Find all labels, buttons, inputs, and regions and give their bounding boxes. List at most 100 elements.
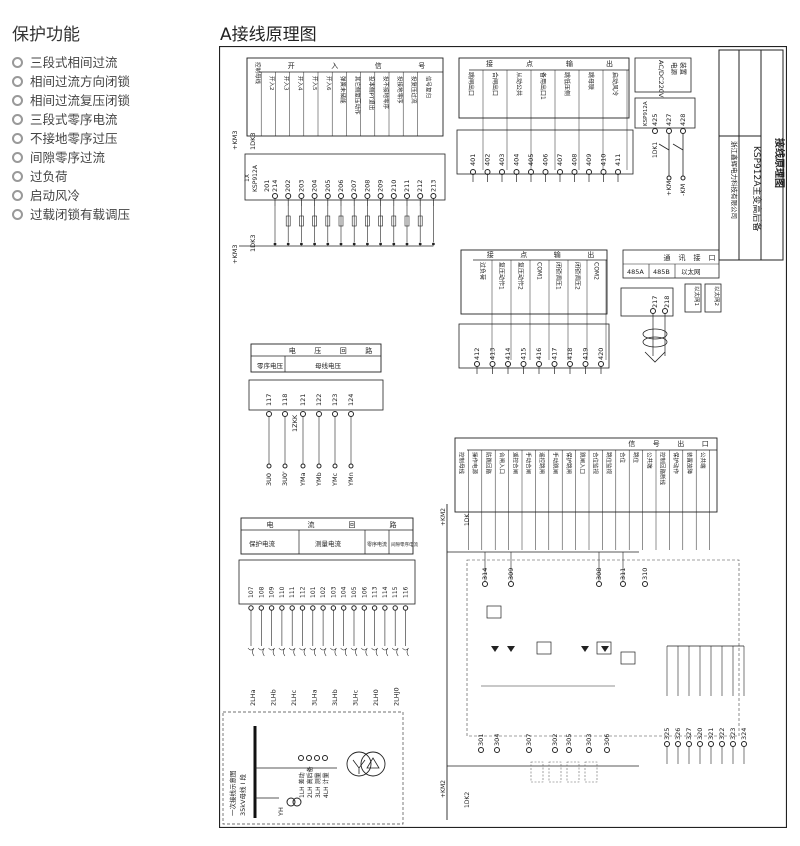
- out-terminal: 411: [614, 154, 622, 166]
- function-item: 启动风冷: [12, 186, 202, 205]
- voltage-node: [348, 463, 354, 469]
- voltage-label: YMc: [331, 472, 339, 487]
- function-item: 三段式相间过流: [12, 53, 202, 72]
- c2-header-char: 出: [587, 250, 594, 259]
- bi-bottom-1dk3: 1DK3: [249, 234, 257, 252]
- control-terminal: 324: [740, 728, 748, 740]
- bi-header-char: 入: [331, 62, 338, 70]
- out-terminal: 408: [571, 154, 579, 166]
- bi-bottom-km3: +KM3: [231, 245, 239, 264]
- voltage-header-char: 路: [365, 346, 372, 355]
- voltage-switch: 1ZKK: [291, 414, 299, 432]
- bullet-icon: [12, 209, 23, 220]
- current-group-measurement: 测量电流: [315, 539, 342, 548]
- current-header-char: 路: [390, 520, 397, 529]
- bullet-icon: [12, 152, 23, 163]
- control-terminal: 326: [674, 728, 682, 740]
- c2-terminal: 417: [551, 348, 559, 360]
- ct-coil: [299, 647, 306, 657]
- ctl-signal-label: 控制回路断线: [659, 452, 667, 486]
- control-terminal: 320: [696, 728, 704, 740]
- current-label: 2LHc: [290, 689, 298, 706]
- bi-terminal: 214: [271, 180, 279, 192]
- out-terminal: 410: [600, 154, 608, 166]
- bi-node: [366, 242, 369, 246]
- out-signal-label: 跳低压侧: [563, 72, 571, 96]
- diode-symbol: [581, 646, 589, 652]
- voltage-group-zero: 零序电压: [257, 361, 284, 370]
- bullet-icon: [12, 133, 23, 144]
- c2-signal-label: 复压动作2: [517, 262, 525, 290]
- ct-coil: [278, 647, 286, 657]
- current-terminal: 110: [279, 586, 286, 598]
- ctl-signal-label: 手动合闸: [525, 452, 533, 474]
- comm-port-485a: 485A: [627, 268, 644, 276]
- out-signal-label: 跳母联: [587, 72, 595, 90]
- control-terminal: 322: [718, 728, 726, 740]
- bi-contact: [299, 215, 304, 227]
- terminal-point: [586, 747, 592, 753]
- terminal-point: [311, 193, 318, 199]
- current-group-gap: 间隙零序电流: [391, 541, 418, 548]
- c2-terminal: 418: [566, 348, 574, 360]
- terminal-point: [417, 193, 424, 199]
- voltage-terminal: 122: [315, 394, 323, 406]
- bi-first-terminal: 201: [263, 180, 271, 192]
- ctl-signal-label: 跳位: [632, 452, 640, 464]
- voltage-label: YMn: [347, 472, 355, 487]
- power-minus-label: -KM: [679, 184, 687, 196]
- terminal-point: [316, 411, 322, 417]
- current-label: 2LHb: [270, 689, 278, 706]
- terminal-point: [298, 193, 305, 199]
- ctl-signal-label: 合闸入口: [498, 452, 506, 474]
- current-header-char: 电: [267, 520, 274, 529]
- terminal-point: [489, 361, 496, 367]
- terminal-point: [642, 581, 648, 587]
- bi-contact: [365, 215, 370, 227]
- terminal-point: [478, 747, 484, 753]
- control-terminal: 303: [585, 734, 593, 746]
- bi-signal-label: 弹簧未储能: [339, 76, 347, 104]
- bi-node: [339, 242, 343, 246]
- terminal-point: [272, 193, 278, 199]
- diagram-frame: [219, 46, 787, 828]
- current-label: 2LH0: [372, 689, 380, 706]
- current-terminal: 106: [361, 586, 368, 598]
- bi-terminal: 210: [390, 180, 398, 192]
- voltage-node: [316, 463, 322, 469]
- ctl-header-char: 出: [677, 439, 684, 448]
- voltage-label: YMa: [299, 472, 307, 487]
- voltage-header-char: 压: [314, 347, 321, 355]
- bi-terminal: 204: [311, 180, 319, 192]
- terminal-point: [499, 169, 505, 175]
- bi-terminal: 205: [324, 180, 332, 192]
- ct-coil: [402, 647, 409, 657]
- control-terminal: 301: [477, 734, 485, 746]
- bi-signal-label: 投接地零序: [396, 76, 404, 104]
- terminal-point: [615, 169, 621, 175]
- switch-contact: [530, 761, 544, 783]
- out-header-char: 出: [606, 59, 613, 68]
- power-term-1: 425: [651, 114, 659, 126]
- power-term-3: 428: [679, 114, 687, 126]
- bi-contact: [391, 215, 397, 227]
- relay-coil: [486, 605, 502, 619]
- ctl-signal-label: 操作电源: [471, 452, 479, 475]
- ct-coil: [258, 647, 265, 657]
- out-terminal: 403: [498, 154, 506, 166]
- out-terminal: 407: [556, 154, 564, 166]
- bi-signal-label: 开入6: [325, 76, 332, 91]
- ctl-signal-label: 公共端: [699, 452, 707, 469]
- voltage-terminal: 123: [331, 394, 339, 406]
- c2-terminal: 419: [582, 348, 590, 360]
- terminal-point: [571, 169, 578, 175]
- ctl-header-char: 号: [653, 440, 660, 448]
- bi-node: [379, 242, 382, 246]
- terminal-point: [351, 193, 358, 199]
- wiring-schematic: 接线原理图 浙江鑫辉电力科技有限公司 KSP912A主变高后备 开入信号 控制母…: [219, 46, 787, 828]
- control-km2-top: +KM2: [440, 508, 447, 526]
- primary-bus: 35kV母线 I 段: [238, 773, 247, 816]
- bi-header-char: 开: [288, 62, 295, 70]
- terminal-point: [364, 193, 371, 199]
